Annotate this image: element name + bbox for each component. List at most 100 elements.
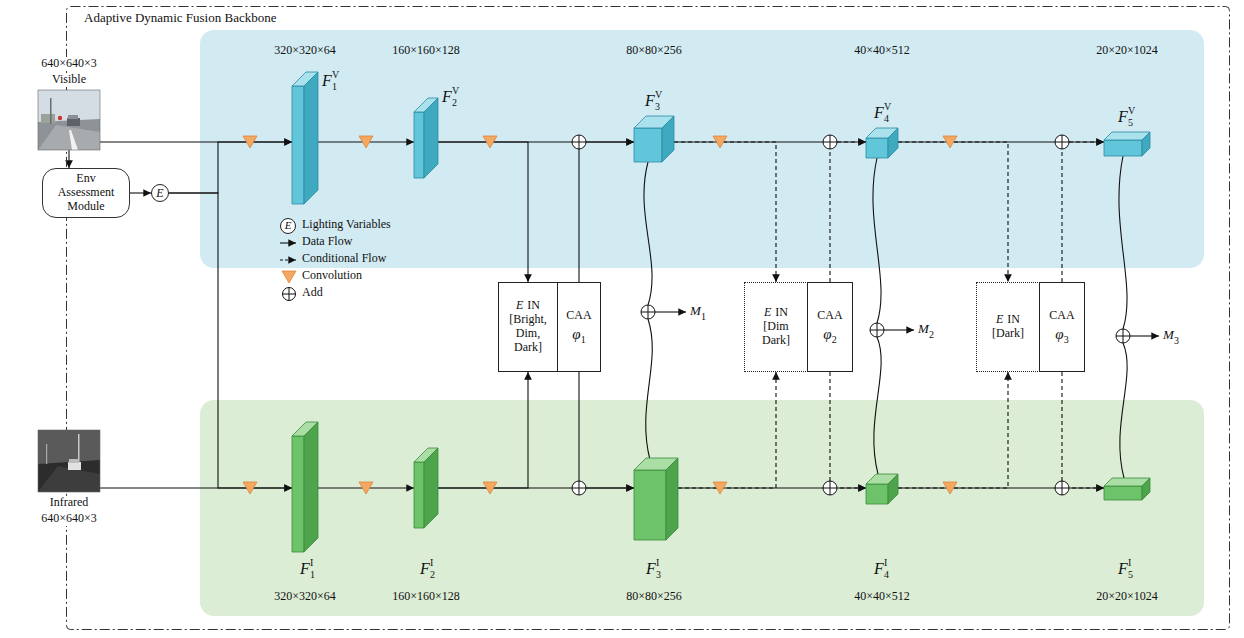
slab-text: I <box>430 557 433 569</box>
data-flow <box>169 142 292 193</box>
box-text-area: Env Assessment Module <box>51 172 121 213</box>
merge-curve <box>1120 343 1127 478</box>
slab-text: 2 <box>430 569 435 581</box>
photo-border <box>38 430 100 492</box>
lighting-input-box: EIN [Dark] <box>976 282 1040 372</box>
merge-curve <box>1119 156 1127 329</box>
feature-front-face <box>414 462 424 528</box>
slab-text: F <box>874 104 884 122</box>
slab-text: V <box>1128 105 1135 117</box>
legend-data-flow-symbol <box>280 242 296 243</box>
feature-map-shape <box>292 422 318 552</box>
slab-text: 2 <box>452 97 457 109</box>
add-cross <box>1116 329 1130 343</box>
frame-text: Adaptive Dynamic Fusion Backbone <box>84 11 276 26</box>
feature-side-face <box>1142 478 1150 500</box>
convolution-triangle <box>359 482 373 494</box>
caa-module: CAAφ2 <box>807 282 853 372</box>
conditional-flow <box>830 142 866 282</box>
image-text: 640×640×3 <box>39 512 99 526</box>
slab-text: F <box>322 72 332 90</box>
photo-part <box>38 430 100 492</box>
legend-convolution-symbol <box>282 271 296 283</box>
add-cross <box>283 288 296 301</box>
legend-add-symbol <box>283 288 296 301</box>
add-symbol <box>823 135 837 149</box>
slab-text: 4 <box>884 113 889 125</box>
convolution-symbols <box>243 136 957 494</box>
backbone-frame: E320×320×64F1V160×160×128F2V80×80×256F3V… <box>66 6 1230 630</box>
feature-front-face <box>866 484 888 504</box>
feature-map-shape <box>1104 132 1150 156</box>
box-text-area: EIN [Bright, Dim, Dark] <box>506 299 550 354</box>
ein-text: E <box>516 298 523 312</box>
add-circle <box>283 288 296 301</box>
feature-front-face <box>634 470 666 540</box>
feature-map-shape <box>414 448 438 528</box>
conditional-flow <box>674 142 776 282</box>
add-circle <box>823 481 837 495</box>
photo-illustration <box>38 430 100 492</box>
caa-text: CAA <box>560 309 598 323</box>
caa-text: 1 <box>581 334 586 345</box>
slab-text: 320×320×64 <box>274 44 336 58</box>
slab-text: I <box>884 557 887 569</box>
merge-curve <box>873 158 881 323</box>
photo-part <box>38 460 100 492</box>
caa-text: CAA <box>1043 309 1081 323</box>
add-cross <box>823 135 837 149</box>
legend-text: Add <box>302 286 323 300</box>
visible-stream-band <box>200 30 1204 268</box>
output-index: 3 <box>1174 335 1179 347</box>
feature-side-face <box>662 116 674 162</box>
photo-part <box>38 119 100 150</box>
feature-map: F2I160×160×128 <box>414 448 438 528</box>
slab-text: 5 <box>1128 569 1133 581</box>
slab-text: 320×320×64 <box>274 590 336 604</box>
legend-text: Data Flow <box>302 235 352 249</box>
box-text-area: EIN [Dark] <box>986 313 1030 341</box>
add-symbol <box>1055 135 1069 149</box>
output-name: M <box>1163 328 1174 343</box>
convolution-triangle <box>943 136 957 148</box>
box-text-area: CAAφ1 <box>560 309 598 346</box>
feature-map-shape <box>414 98 438 178</box>
feature-map: F3I80×80×256 <box>634 458 678 540</box>
caa-text: φ <box>1055 326 1063 342</box>
add-symbol <box>572 135 586 149</box>
conditional-flow <box>1062 372 1104 488</box>
convolution-triangle <box>359 136 373 148</box>
feature-side-face <box>888 128 898 158</box>
photo-part <box>69 459 79 463</box>
feature-front-face <box>292 86 304 204</box>
feature-map-shape <box>1104 478 1150 500</box>
photo-part <box>68 115 78 119</box>
legend-text: Convolution <box>302 269 362 283</box>
photo-part <box>41 114 55 123</box>
ein-text: E <box>764 305 771 319</box>
conditional-flow <box>1062 142 1104 282</box>
output-name: M <box>918 322 929 337</box>
slab-text: V <box>884 101 891 113</box>
add-symbol <box>1055 481 1069 495</box>
slab-text: 3 <box>656 569 661 581</box>
slab-text: I <box>656 557 659 569</box>
photo-part <box>67 118 80 126</box>
data-flow <box>579 372 634 488</box>
convolution-triangle <box>713 482 727 494</box>
add-circle <box>1055 135 1069 149</box>
slab-text: V <box>332 69 339 81</box>
add-cross <box>1055 481 1069 495</box>
convolution-triangle <box>713 136 727 148</box>
add-circle <box>1055 481 1069 495</box>
legend-lighting-symbol <box>281 219 296 234</box>
feature-map: 320×320×64F1V <box>292 72 318 204</box>
feature-side-face <box>424 98 438 178</box>
slab-text: F <box>645 92 655 110</box>
conditional-flow <box>830 372 866 488</box>
legend-conditional-flow-symbol <box>280 259 296 260</box>
data-flow <box>130 192 151 193</box>
feature-front-face <box>866 138 888 158</box>
feature-map-shape <box>866 474 898 504</box>
frame-outline-rect <box>67 7 1230 630</box>
